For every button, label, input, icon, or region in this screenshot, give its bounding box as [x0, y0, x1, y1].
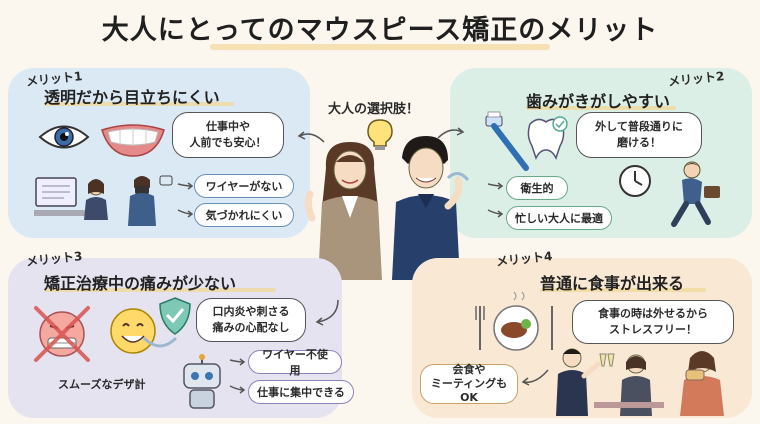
merit-title-3: 矯正治療中の痛みが少ない [44, 274, 237, 293]
shield-check-icon [159, 297, 191, 335]
arrow-left-icon [297, 131, 325, 143]
merit-pill-3a: ワイヤー不使用 [248, 348, 342, 377]
merit-bubble-4: 食事の時は外せるから ストレスフリー！ [572, 300, 734, 344]
merit-title-underline-1 [44, 102, 234, 106]
office-workers-illustration [34, 175, 173, 226]
center-caption: 大人の選択肢！ [328, 102, 420, 117]
merit-pill-1a: ワイヤーがない [194, 174, 294, 198]
arrow-left-icon [521, 369, 549, 386]
arrow-icon [487, 182, 504, 218]
merit-pill-4a: 会食や ミーティングもOK [420, 363, 518, 404]
merit-title-underline-3 [44, 288, 276, 292]
businesswoman-illustration [304, 142, 382, 280]
business-dinner-illustration [556, 348, 724, 416]
merit-caption-3: スムーズなデザ計 [58, 378, 146, 391]
aligner-icon [142, 336, 178, 348]
eye-icon [38, 125, 90, 149]
happy-face-icon [110, 308, 156, 354]
merit-title-2: 歯みがきがしやすい [526, 92, 670, 111]
merit-bubble-3: 口内炎や刺さる 痛みの心配なし [196, 298, 306, 342]
clock-icon [619, 165, 651, 197]
arrow-down-left-icon [315, 299, 339, 326]
tooth-icon [527, 116, 568, 160]
merit-pill-1b: 気づかれにくい [194, 203, 294, 227]
plate-icon [475, 291, 553, 351]
page-title: 大人にとってのマウスピース矯正のメリット [101, 15, 659, 46]
arrow-icon [177, 182, 194, 218]
robot-icon [183, 354, 221, 409]
merit-pill-2b: 忙しい大人に最適 [506, 206, 612, 230]
lightbulb-icon [367, 119, 393, 150]
braces-face-icon [34, 306, 90, 362]
title-underline [210, 44, 550, 50]
merit-title-4: 普通に食事が出来る [540, 274, 685, 293]
merit-title-underline-4 [540, 288, 706, 292]
smile-icon [101, 124, 165, 157]
arrow-right-icon [437, 127, 465, 139]
toothbrush-icon [485, 111, 529, 171]
merit-title-1: 透明だから目立ちにくい [44, 88, 220, 107]
arrow-icon [229, 358, 246, 394]
merit-bubble-2: 外して普段通りに 磨ける！ [576, 112, 702, 158]
merit-pill-3b: 仕事に集中できる [248, 380, 354, 404]
merit-pill-2a: 衛生的 [506, 176, 568, 200]
merit-bubble-1: 仕事中や 人前でも安心！ [172, 112, 284, 158]
running-businessman-illustration [671, 161, 720, 227]
merit-title-underline-2 [526, 106, 676, 110]
